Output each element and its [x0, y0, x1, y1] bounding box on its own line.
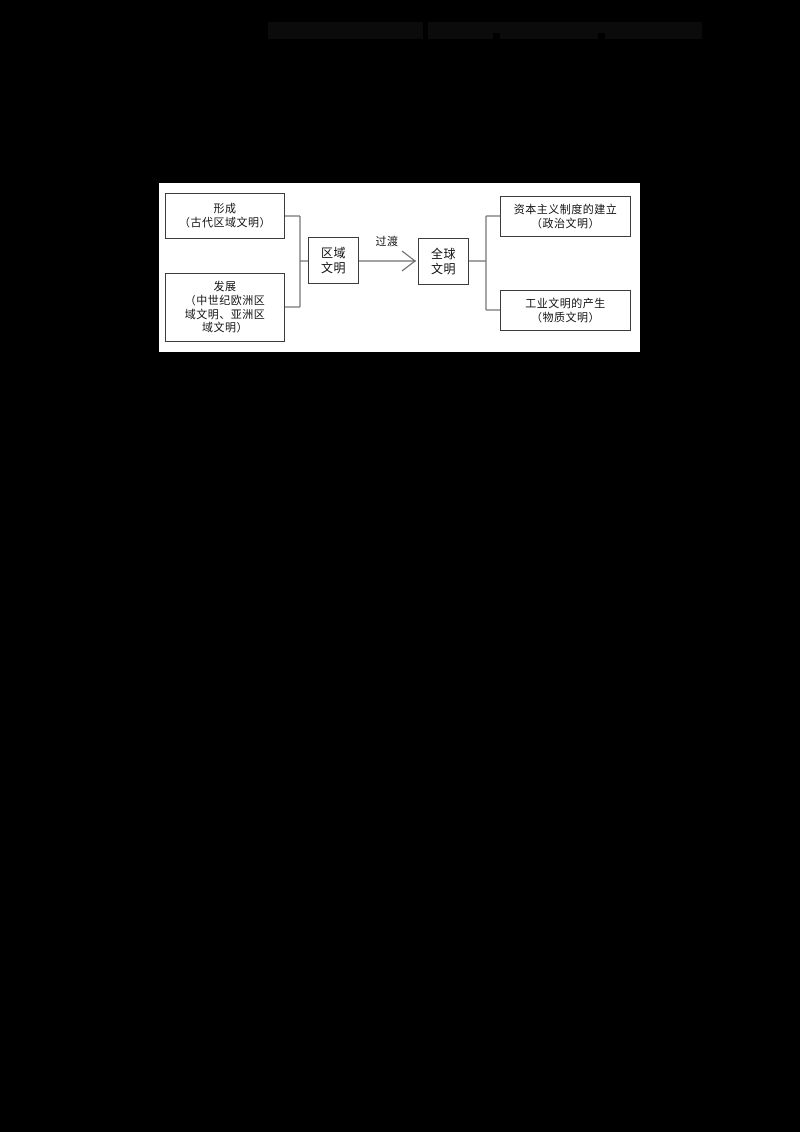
redacted-header [0, 0, 800, 48]
redaction-notch-1 [493, 33, 500, 39]
node-capitalism-establishment[interactable]: 资本主义制度的建立 （政治文明） [500, 196, 631, 237]
redaction-bar-left [268, 22, 423, 39]
node-industrial-civilization-label: 工业文明的产生 （物质文明） [525, 296, 606, 324]
node-formation[interactable]: 形成 （古代区域文明） [165, 193, 285, 239]
redaction-bar-right [428, 22, 702, 39]
civilization-flow-diagram: 过渡 形成 （古代区域文明） 发展 （中世纪欧洲区 域文明、亚洲区 域文明） 区… [159, 183, 640, 352]
node-industrial-civilization[interactable]: 工业文明的产生 （物质文明） [500, 290, 631, 331]
node-development-label: 发展 （中世纪欧洲区 域文明、亚洲区 域文明） [184, 280, 266, 335]
node-global-civilization[interactable]: 全球 文明 [418, 238, 469, 285]
redaction-notch-2 [598, 33, 605, 39]
node-capitalism-establishment-label: 资本主义制度的建立 （政治文明） [513, 202, 618, 230]
node-development[interactable]: 发展 （中世纪欧洲区 域文明、亚洲区 域文明） [165, 273, 285, 342]
node-global-civilization-label: 全球 文明 [430, 246, 456, 276]
node-formation-label: 形成 （古代区域文明） [179, 202, 271, 229]
arrow-head-chevron [401, 250, 416, 272]
edge-label-transition: 过渡 [375, 235, 399, 248]
node-regional-civilization[interactable]: 区域 文明 [308, 237, 359, 284]
node-regional-civilization-label: 区域 文明 [320, 245, 346, 275]
